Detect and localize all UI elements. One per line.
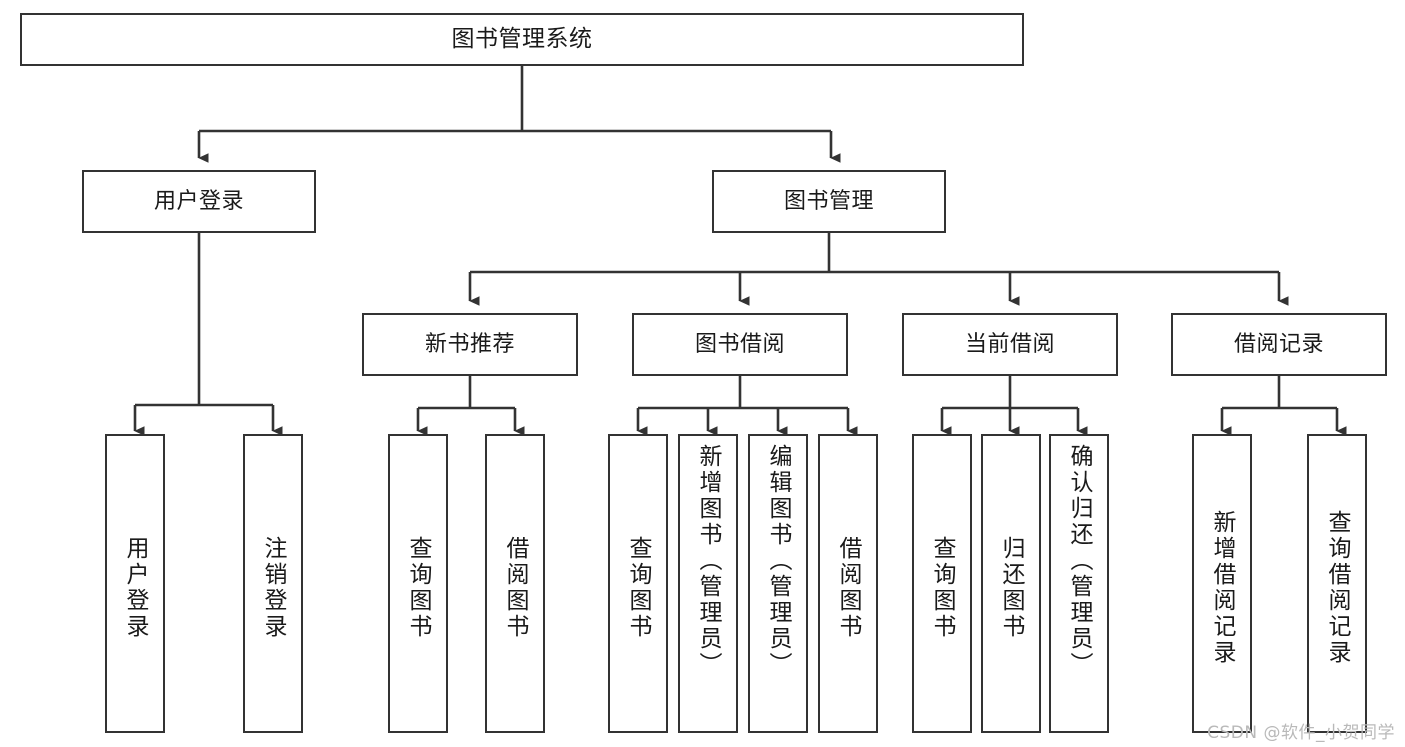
node-leaf-borrow-book-2[interactable]: 借阅图书 xyxy=(818,434,878,733)
watermark-text: CSDN @软件_小贺同学 xyxy=(1207,723,1395,743)
node-leaf-query-book-3-label: 查询图书 xyxy=(929,535,956,640)
node-leaf-borrow-book-1-label: 借阅图书 xyxy=(502,535,529,640)
node-book-management[interactable]: 图书管理 xyxy=(712,170,946,233)
node-leaf-query-book-1-label: 查询图书 xyxy=(405,535,432,640)
node-leaf-return-book-label: 归还图书 xyxy=(998,535,1025,640)
node-book-borrow[interactable]: 图书借阅 xyxy=(632,313,848,376)
node-leaf-query-book-1[interactable]: 查询图书 xyxy=(388,434,448,733)
node-leaf-query-book-2[interactable]: 查询图书 xyxy=(608,434,668,733)
node-root-system[interactable]: 图书管理系统 xyxy=(20,13,1024,66)
node-leaf-add-record-label: 新增借阅记录 xyxy=(1209,509,1236,666)
node-leaf-borrow-book-1[interactable]: 借阅图书 xyxy=(485,434,545,733)
node-leaf-edit-book[interactable]: 编辑图书（管理员） xyxy=(748,434,808,733)
node-leaf-return-book[interactable]: 归还图书 xyxy=(981,434,1041,733)
node-leaf-add-record[interactable]: 新增借阅记录 xyxy=(1192,434,1252,733)
node-leaf-confirm-return-label: 确认归还（管理员） xyxy=(1066,444,1093,678)
node-book-borrow-label: 图书借阅 xyxy=(694,331,785,357)
node-leaf-query-record[interactable]: 查询借阅记录 xyxy=(1307,434,1367,733)
node-leaf-query-book-3[interactable]: 查询图书 xyxy=(912,434,972,733)
node-leaf-edit-book-label: 编辑图书（管理员） xyxy=(765,444,792,678)
node-book-management-label: 图书管理 xyxy=(783,188,874,214)
node-borrow-record-label: 借阅记录 xyxy=(1233,331,1324,357)
node-current-borrow-label: 当前借阅 xyxy=(964,331,1055,357)
node-borrow-record[interactable]: 借阅记录 xyxy=(1171,313,1387,376)
node-user-login[interactable]: 用户登录 xyxy=(82,170,316,233)
node-leaf-add-book[interactable]: 新增图书（管理员） xyxy=(678,434,738,733)
node-leaf-logout-login-label: 注销登录 xyxy=(260,535,287,640)
node-leaf-logout-login[interactable]: 注销登录 xyxy=(243,434,303,733)
node-root-system-label: 图书管理系统 xyxy=(451,26,593,53)
node-user-login-label: 用户登录 xyxy=(153,188,244,214)
node-leaf-add-book-label: 新增图书（管理员） xyxy=(695,444,722,678)
node-new-book-recommend-label: 新书推荐 xyxy=(424,331,515,357)
node-leaf-query-book-2-label: 查询图书 xyxy=(625,535,652,640)
node-leaf-query-record-label: 查询借阅记录 xyxy=(1324,509,1351,666)
node-leaf-user-login-label: 用户登录 xyxy=(122,535,149,640)
node-current-borrow[interactable]: 当前借阅 xyxy=(902,313,1118,376)
node-leaf-confirm-return[interactable]: 确认归还（管理员） xyxy=(1049,434,1109,733)
node-leaf-user-login[interactable]: 用户登录 xyxy=(105,434,165,733)
node-new-book-recommend[interactable]: 新书推荐 xyxy=(362,313,578,376)
node-leaf-borrow-book-2-label: 借阅图书 xyxy=(835,535,862,640)
